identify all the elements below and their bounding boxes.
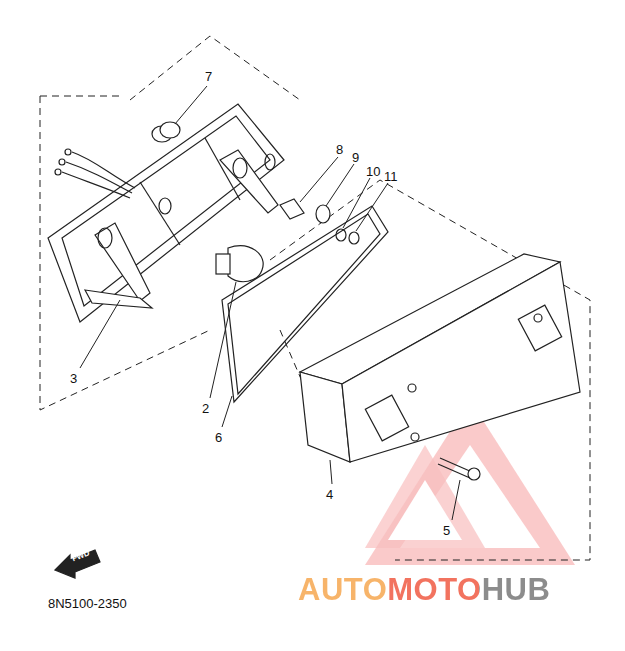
leader-lines (80, 86, 460, 520)
callout-number: 5 (443, 524, 450, 537)
callout-number: 8 (336, 143, 343, 156)
callout-number: 4 (326, 488, 333, 501)
group-boundary (40, 36, 590, 560)
watermark: AUTOMOTOHUB (298, 574, 550, 605)
callout-number: 3 (70, 372, 77, 385)
figure-code: 8N5100-2350 (48, 597, 127, 610)
wire-harness (55, 149, 135, 198)
forward-arrow (55, 550, 100, 578)
bulb (216, 246, 263, 282)
callout-number: 7 (205, 70, 212, 83)
screw (438, 458, 480, 480)
callout-number: 2 (202, 402, 209, 415)
callout-number: 6 (215, 431, 222, 444)
callout-number: 9 (352, 151, 359, 164)
lens (300, 254, 580, 462)
callout-number: 10 (366, 165, 380, 178)
housing-base (48, 104, 284, 322)
callout-number: 11 (384, 170, 398, 183)
grommet (152, 122, 180, 142)
